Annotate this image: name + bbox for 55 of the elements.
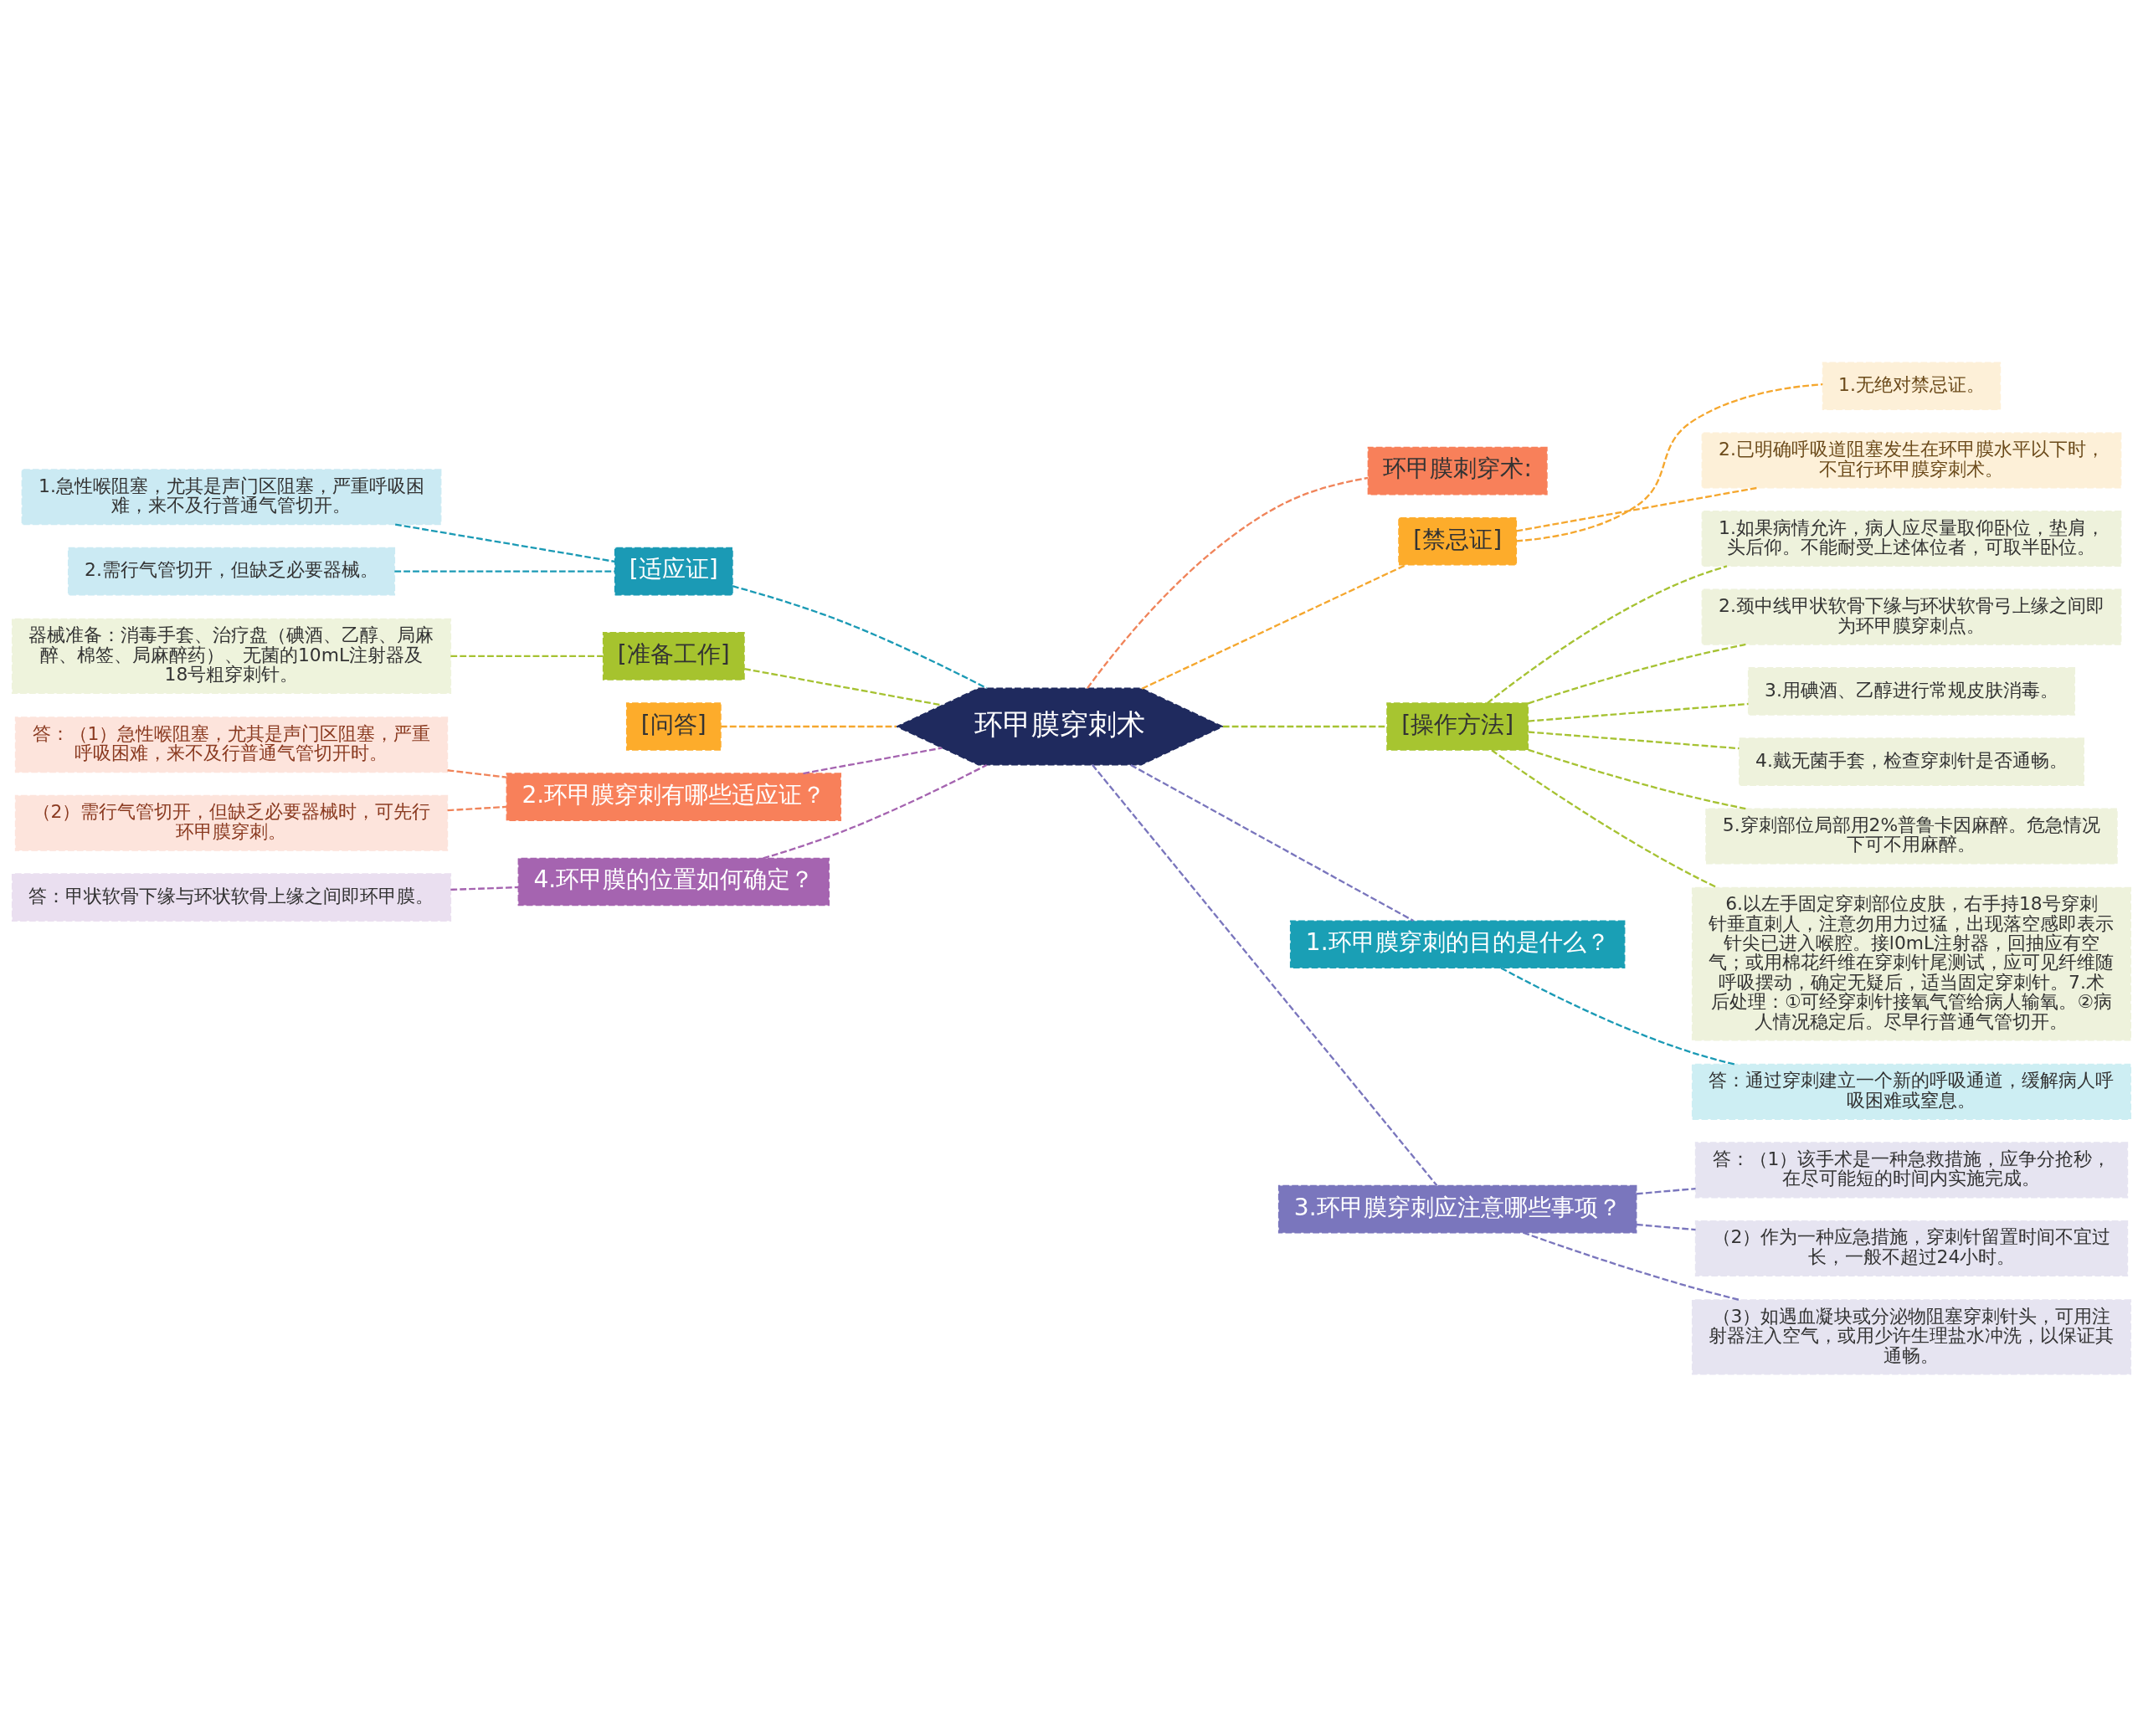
connector xyxy=(447,805,507,811)
node-box: 答：（1）急性喉阻塞，尤其是声门区阻塞，严重呼吸困难，来不及行普通气管切开时。 xyxy=(14,716,449,773)
node-box: （2）需行气管切开，但缺乏必要器械时，可先行环甲膜穿刺。 xyxy=(14,794,449,851)
connector xyxy=(1141,563,1407,690)
node-box: [禁忌证] xyxy=(1398,516,1518,566)
node-box: 1.无绝对禁忌证。 xyxy=(1822,361,2002,410)
connector xyxy=(1130,763,1414,922)
connector xyxy=(1092,763,1438,1186)
connector xyxy=(1516,383,1823,542)
node-box: 1.急性喉阻塞，尤其是声门区阻塞，严重呼吸困难，来不及行普通气管切开。 xyxy=(21,468,442,525)
node-box: 2.颈中线甲状软骨下缘与环状软骨弓上缘之间即为环甲膜穿刺点。 xyxy=(1701,588,2122,645)
connector xyxy=(803,746,943,774)
node-box: 2.需行气管切开，但缺乏必要器械。 xyxy=(67,547,396,595)
connector xyxy=(1222,725,1387,727)
node-box: 环甲膜刺穿术: xyxy=(1367,446,1548,495)
connector xyxy=(450,655,604,657)
node-box: 6.以左手固定穿刺部位皮肤，右手持18号穿刺针垂直刺人，注意勿用力过猛，出现落空感即表示针尖已进入喉腔。接l0mL注射器，回抽应有空气；或用棉花纤维在穿刺针尾测试，应可见纤维随呼吸摆动，确定无疑后，适当固定穿刺针。7.术后处理：①可经穿刺针接氧气管给病人输氧。②病人情况稳定后。尽早行普通气管切开。 xyxy=(1691,886,2132,1041)
node-box: 4.环甲膜的位置如何确定？ xyxy=(517,857,830,906)
connector xyxy=(447,768,507,778)
node-box: [操作方法] xyxy=(1386,701,1529,751)
node-box: 2.已明确呼吸道阻塞发生在环甲膜水平以下时，不宜行环甲膜穿刺术。 xyxy=(1701,432,2122,489)
node-box: 5.穿刺部位局部用2%普鲁卡因麻醉。危急情况下可不用麻醉。 xyxy=(1705,807,2118,864)
connector xyxy=(1528,643,1746,704)
node-box: 3.用碘酒、乙醇进行常规皮肤消毒。 xyxy=(1747,666,2076,716)
node-box: [适应证] xyxy=(614,547,733,595)
node-box: 答：通过穿刺建立一个新的呼吸通道，缓解病人呼吸困难或窒息。 xyxy=(1691,1063,2132,1120)
connector xyxy=(1528,748,1746,809)
node-box: 器械准备：消毒手套、治疗盘（碘酒、乙醇、局麻醉、棉签、局麻醉药）、无菌的10mL注射器及18号粗穿刺针。 xyxy=(11,618,452,694)
connector xyxy=(1487,564,1728,704)
connector xyxy=(1491,748,1718,888)
connector xyxy=(1528,702,1749,722)
connector xyxy=(1516,486,1758,532)
connector xyxy=(1636,1187,1696,1194)
node-box: 答：甲状软骨下缘与环状软骨上缘之间即环甲膜。 xyxy=(11,872,452,922)
connector xyxy=(1087,476,1369,689)
node-box: 4.戴无菌手套，检查穿刺针是否通畅。 xyxy=(1739,737,2084,786)
node-box: 1.如果病情允许，病人应尽量取仰卧位，垫肩，头后仰。不能耐受上述体位者，可取半卧位。 xyxy=(1701,510,2122,567)
connector xyxy=(394,522,615,562)
node-box: [准备工作] xyxy=(602,631,745,681)
connector xyxy=(1636,1223,1696,1230)
node-box: 2.环甲膜穿刺有哪些适应证？ xyxy=(506,772,842,821)
node-box: [问答] xyxy=(625,701,722,751)
connector xyxy=(1500,966,1735,1066)
connector xyxy=(1528,730,1740,749)
connector xyxy=(450,886,519,891)
node-box: 答：（1）该手术是一种急救措施，应争分抢秒，在尽可能短的时间内实施完成。 xyxy=(1694,1141,2129,1198)
connector xyxy=(1523,1231,1740,1301)
connector xyxy=(394,569,615,573)
connector xyxy=(721,725,897,727)
connector xyxy=(732,584,988,689)
node-box: （3）如遇血凝块或分泌物阻塞穿刺针头，可用注射器注入空气，或用少许生理盐水冲洗，以保证其通畅。 xyxy=(1691,1298,2132,1375)
connector xyxy=(763,763,988,859)
node-box: （2）作为一种应急措施，穿刺针留置时间不宜过长，一般不超过24小时。 xyxy=(1694,1220,2129,1276)
node-box: 1.环甲膜穿刺的目的是什么？ xyxy=(1289,919,1626,968)
node-box: 3.环甲膜穿刺应注意哪些事项？ xyxy=(1277,1184,1637,1233)
